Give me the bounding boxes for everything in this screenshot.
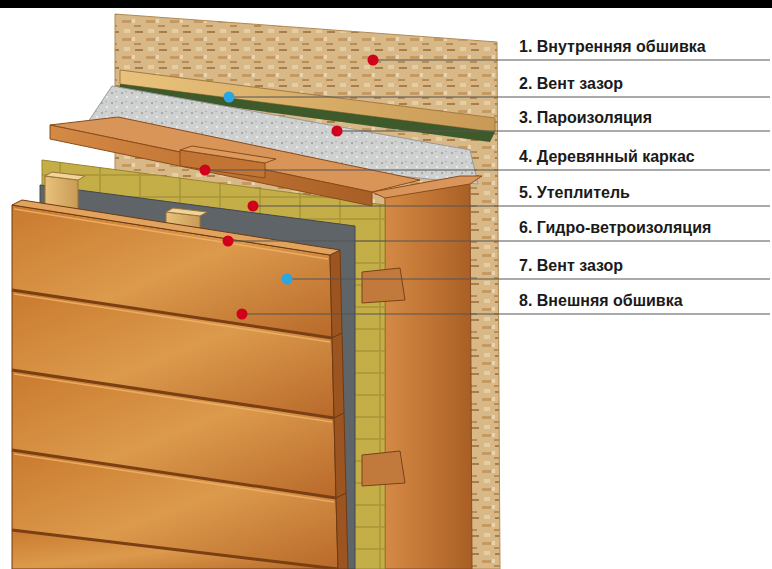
callout-label: 5. Утеплитель [519, 183, 630, 203]
callout-label: 4. Деревянный каркас [519, 147, 695, 167]
leader-lines [205, 60, 770, 314]
marker-dots [200, 55, 379, 320]
callout-label: 3. Пароизоляция [519, 108, 652, 128]
callout-label: 7. Вент зазор [519, 256, 623, 276]
callout-label: 2. Вент зазор [519, 74, 623, 94]
callout-label: 6. Гидро-ветроизоляция [519, 218, 711, 238]
callout-label: 8. Внешняя обшивка [519, 291, 683, 311]
callout-label: 1. Внутренняя обшивка [519, 37, 706, 57]
